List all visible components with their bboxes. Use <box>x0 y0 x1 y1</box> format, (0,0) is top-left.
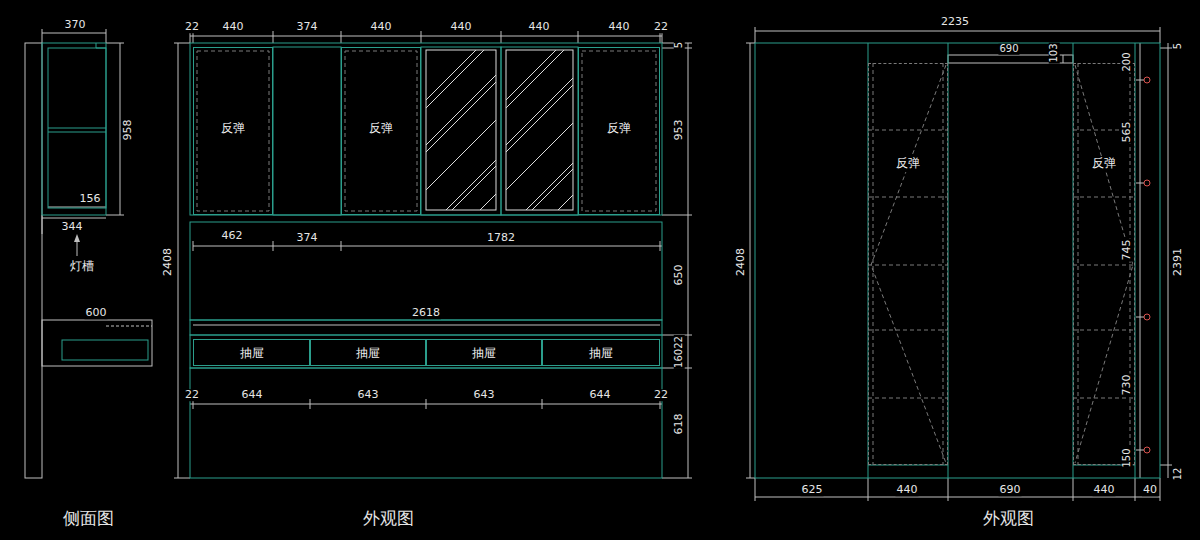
dimension: 2408 <box>735 247 747 277</box>
dimension: 22 <box>184 389 200 401</box>
dimension: 650 <box>673 264 685 287</box>
cabinet-cell: 抽屉 <box>426 339 542 366</box>
dimension: 625 <box>801 484 824 496</box>
cell-label: 反弹 <box>367 121 395 137</box>
dimension: 440 <box>528 21 551 33</box>
cell-label: 抽屉 <box>587 346 615 362</box>
dimension: 462 <box>221 230 244 242</box>
dimension: 16022 <box>674 335 685 369</box>
dimension: 374 <box>296 21 319 33</box>
dimension: 600 <box>85 307 108 319</box>
view-caption: 外观图 <box>362 510 415 528</box>
dimension: 643 <box>473 389 496 401</box>
dimension: 2391 <box>1172 247 1184 277</box>
dimension: 22 <box>184 21 200 33</box>
dimension: 12 <box>1173 467 1184 482</box>
cell-label: 反弹 <box>219 121 247 137</box>
cell-label: 抽屉 <box>238 346 266 362</box>
dimension: 690 <box>998 44 1019 55</box>
cell-label: 反弹 <box>1090 156 1118 172</box>
cabinet-cell: 反弹 <box>193 47 273 215</box>
dimension: 958 <box>122 119 134 142</box>
cabinet-cell: 抽屉 <box>542 339 660 366</box>
dimension: 643 <box>357 389 380 401</box>
dimension: 150 <box>1122 447 1133 468</box>
dimension: 440 <box>608 21 631 33</box>
dimension: 5 <box>1173 42 1184 50</box>
dimension: 1782 <box>486 232 516 244</box>
dimension: 344 <box>61 221 84 233</box>
dimension: 644 <box>241 389 264 401</box>
dimension: 2408 <box>162 247 174 277</box>
dimension: 440 <box>450 21 473 33</box>
dimension: 40 <box>1142 484 1158 496</box>
dimension: 953 <box>673 119 685 142</box>
view-caption: 外观图 <box>982 510 1035 528</box>
dimension: 200 <box>1122 51 1133 72</box>
cell-label: 抽屉 <box>354 346 382 362</box>
dimension: 2235 <box>940 16 970 28</box>
door-column: 反弹 <box>868 63 948 465</box>
dimension: 440 <box>1093 484 1116 496</box>
view-caption: 侧面图 <box>62 510 115 528</box>
dimension: 565 <box>1121 121 1133 144</box>
dimension: 374 <box>296 232 319 244</box>
dimension: 5 <box>674 41 685 49</box>
dimension: 440 <box>370 21 393 33</box>
dimension: 618 <box>673 413 685 436</box>
dimension: 745 <box>1121 239 1133 262</box>
dimension: 156 <box>79 193 102 205</box>
cabinet-cell: 抽屉 <box>193 339 310 366</box>
cell-label: 反弹 <box>605 121 633 137</box>
dimension: 440 <box>222 21 245 33</box>
dimension: 2618 <box>411 307 441 319</box>
cabinet-cell: 抽屉 <box>310 339 426 366</box>
cell-label: 抽屉 <box>470 346 498 362</box>
cabinet-cell: 反弹 <box>341 47 421 215</box>
dimension: 22 <box>653 21 669 33</box>
dimension: 690 <box>999 484 1022 496</box>
dimension: 730 <box>1121 374 1133 397</box>
dimension: 22 <box>653 389 669 401</box>
cell-label: 反弹 <box>894 156 922 172</box>
dimension: 440 <box>896 484 919 496</box>
dimension: 370 <box>64 19 87 31</box>
dimension: 644 <box>589 389 612 401</box>
dimension: 103 <box>1049 42 1060 63</box>
callout-note: 灯槽 <box>69 260 95 273</box>
cabinet-cell: 反弹 <box>578 47 660 215</box>
